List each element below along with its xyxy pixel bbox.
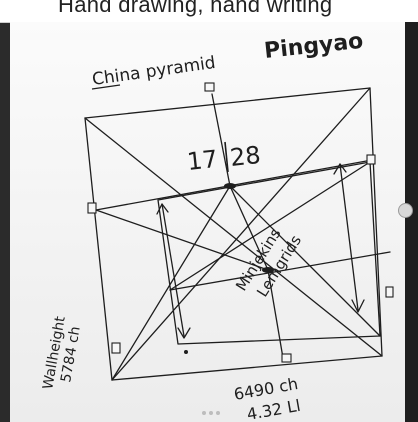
edge-tab <box>87 202 97 214</box>
axis-vertical-upper <box>211 93 231 187</box>
outer-square <box>84 87 383 381</box>
arrow-head <box>156 203 169 215</box>
top-number-right: 28 <box>229 141 262 172</box>
inner-line <box>229 185 381 337</box>
photo-border <box>405 22 418 422</box>
arrow-line <box>339 163 359 311</box>
edge-tab <box>281 353 292 363</box>
point-marker <box>184 350 188 354</box>
inner-line <box>95 209 269 271</box>
outer-diagonal <box>111 87 371 381</box>
caption-strip: Hand drawing, hand writing <box>0 0 418 23</box>
inner-line <box>267 269 284 359</box>
next-arrow-icon[interactable] <box>398 203 413 218</box>
inner-line <box>111 185 231 381</box>
heading-right: Pingyao <box>263 29 364 64</box>
inner-line <box>169 161 371 291</box>
top-number-left: 17 <box>186 145 219 176</box>
edge-tab <box>385 286 394 298</box>
inner-line <box>229 185 269 271</box>
number-divider <box>224 141 229 173</box>
apex-marker <box>224 183 236 189</box>
edge-tab <box>204 82 215 92</box>
arrow-head <box>351 299 365 313</box>
edge-tab <box>111 342 121 354</box>
arrow-head <box>333 163 347 175</box>
heading-left: China pyramid <box>91 53 217 90</box>
edge-tab <box>366 154 376 165</box>
arrow-line <box>161 203 185 337</box>
pager-dots[interactable] <box>196 411 226 417</box>
heading-underline <box>91 84 121 90</box>
outer-diagonal <box>84 117 383 357</box>
pager-dot <box>202 411 206 415</box>
apex-marker <box>262 267 274 273</box>
pager-dot <box>209 411 213 415</box>
inner-line <box>169 251 391 291</box>
pager-dot <box>216 411 220 415</box>
caption-text: Hand drawing, hand writing <box>58 0 333 17</box>
arrow-head <box>177 327 191 339</box>
